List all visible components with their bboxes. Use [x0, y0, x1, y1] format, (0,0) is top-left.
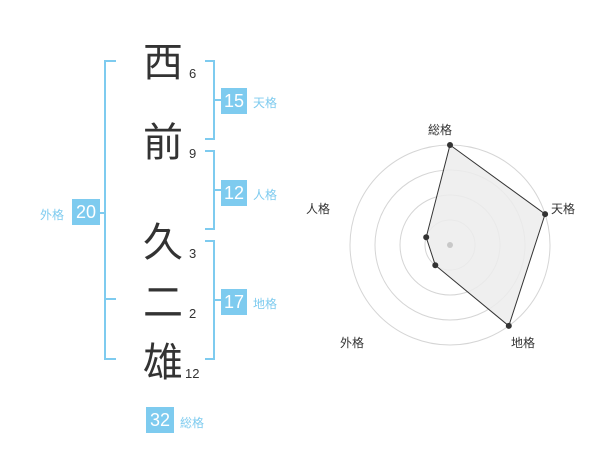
jinkaku-label: 人格	[253, 188, 278, 202]
soukaku-label: 総格	[180, 416, 205, 430]
gaikaku-label: 外格	[40, 208, 65, 222]
radar-axis-label-jinkaku: 人格	[306, 202, 331, 216]
radar-center-dot	[447, 242, 453, 248]
radar-point-5	[423, 234, 430, 241]
stroke-count-2: 9	[189, 146, 197, 161]
chikaku-bracket-tick	[215, 299, 221, 301]
name-char-1: 西	[143, 40, 183, 86]
name-char-3: 久	[143, 220, 183, 266]
tenkaku-label: 天格	[253, 96, 278, 110]
gaikaku-bracket-tick	[98, 212, 106, 214]
stroke-count-4: 2	[189, 306, 197, 321]
gaikaku-bracket	[104, 60, 116, 360]
radar-series-polygon	[425, 144, 546, 327]
jinkaku-bracket-tick	[215, 189, 221, 191]
radar-axis-label-tenkaku: 天格	[551, 202, 576, 216]
gaikaku-value-badge: 20	[72, 199, 100, 225]
chikaku-bracket	[205, 240, 215, 360]
stroke-count-1: 6	[189, 66, 197, 81]
radar-chart	[349, 142, 551, 346]
radar-point-3	[505, 322, 512, 329]
radar-point-4	[432, 262, 439, 269]
name-char-2: 前	[143, 120, 183, 166]
jinkaku-bracket	[205, 150, 215, 230]
stroke-count-3: 3	[189, 246, 197, 261]
tenkaku-value-badge: 15	[221, 88, 247, 114]
name-char-5: 雄	[143, 340, 183, 386]
tenkaku-bracket-tick	[215, 99, 221, 101]
radar-axis-label-chikaku: 地格	[511, 336, 536, 350]
gaikaku-bracket-divider	[104, 298, 116, 300]
radar-point-2	[542, 211, 549, 218]
name-char-4: 二	[143, 280, 183, 326]
soukaku-value-badge: 32	[146, 407, 174, 433]
chikaku-value-badge: 17	[221, 289, 247, 315]
radar-axis-label-gaikaku: 外格	[340, 336, 365, 350]
chikaku-label: 地格	[253, 297, 278, 311]
radar-axis-label-soukaku: 総格	[428, 123, 453, 137]
stroke-count-5: 12	[185, 366, 200, 381]
tenkaku-bracket	[205, 60, 215, 140]
jinkaku-value-badge: 12	[221, 180, 247, 206]
radar-point-1	[447, 142, 453, 148]
